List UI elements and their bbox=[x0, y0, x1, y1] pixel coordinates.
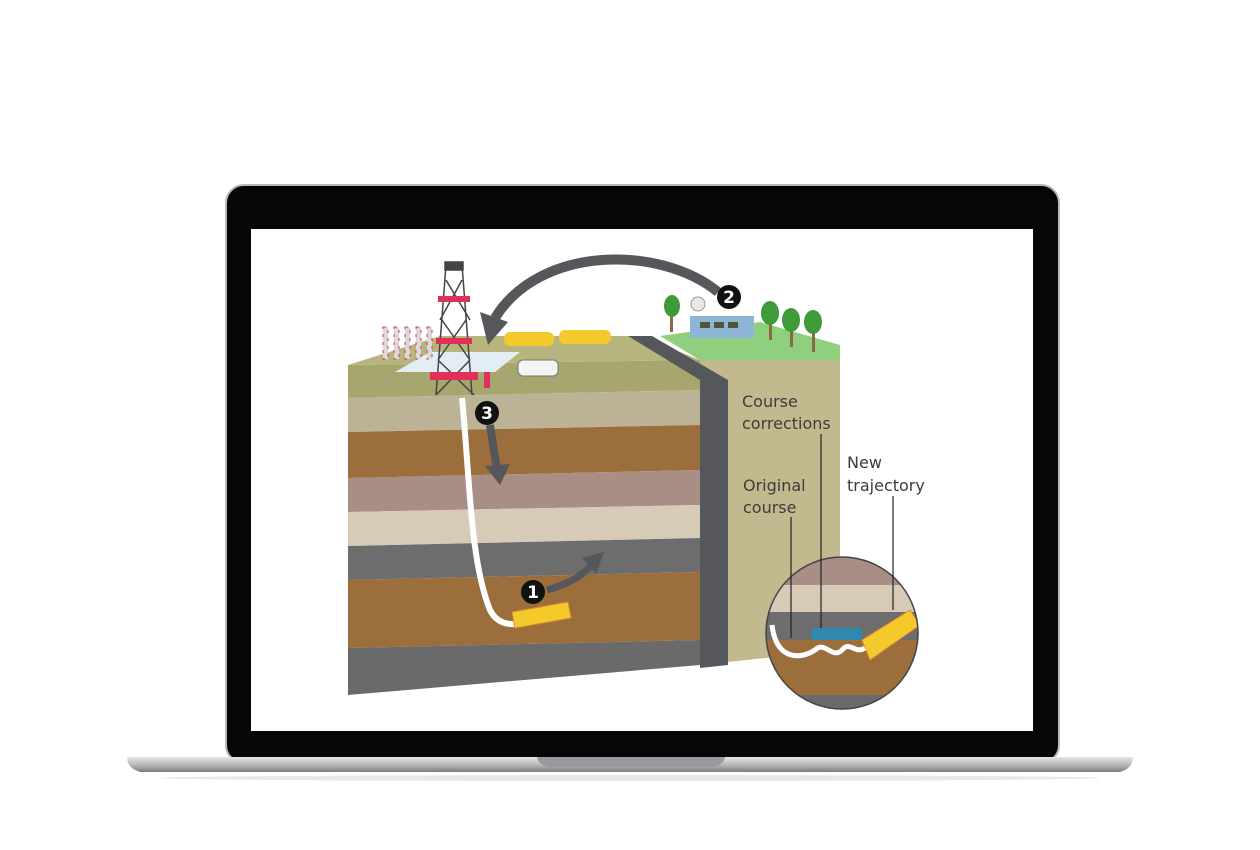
arrow-down bbox=[486, 424, 501, 471]
svg-text:2: 2 bbox=[723, 288, 735, 308]
drilling-diagram: 1 2 3 Course corrections New trajectory … bbox=[348, 254, 925, 710]
label-original-course-2: course bbox=[743, 498, 796, 517]
label-course-corrections-1: Course bbox=[742, 392, 798, 411]
control-building bbox=[690, 296, 754, 338]
fault-line bbox=[628, 336, 728, 668]
layer-clay bbox=[348, 390, 700, 432]
worker bbox=[484, 372, 490, 388]
storage-tank bbox=[559, 330, 611, 344]
exhaust-stacks bbox=[382, 326, 433, 360]
svg-text:1: 1 bbox=[527, 583, 539, 603]
svg-text:3: 3 bbox=[481, 404, 493, 424]
label-new-trajectory-2: trajectory bbox=[847, 476, 925, 495]
layer-limestone bbox=[348, 505, 700, 546]
laptop-notch bbox=[537, 757, 725, 767]
trees bbox=[664, 295, 822, 352]
arrow-up bbox=[546, 562, 595, 594]
storage-tank bbox=[504, 332, 554, 346]
layer-bedrock bbox=[348, 640, 700, 695]
step-3-badge: 3 bbox=[475, 401, 499, 425]
truck bbox=[517, 359, 559, 377]
target-zone bbox=[511, 601, 572, 629]
step-1-badge: 1 bbox=[521, 580, 545, 604]
layer-shale bbox=[348, 470, 700, 512]
label-course-corrections-2: corrections bbox=[742, 414, 831, 433]
pointer-lines bbox=[790, 434, 894, 638]
arrow-data-to-rig bbox=[490, 254, 722, 321]
step-2-badge: 2 bbox=[717, 285, 741, 309]
label-new-trajectory-1: New bbox=[847, 453, 882, 472]
layer-sandstone bbox=[348, 425, 700, 478]
layer-gray-rock bbox=[348, 538, 700, 580]
drilling-rig bbox=[430, 261, 478, 396]
label-original-course-1: Original bbox=[743, 476, 806, 495]
